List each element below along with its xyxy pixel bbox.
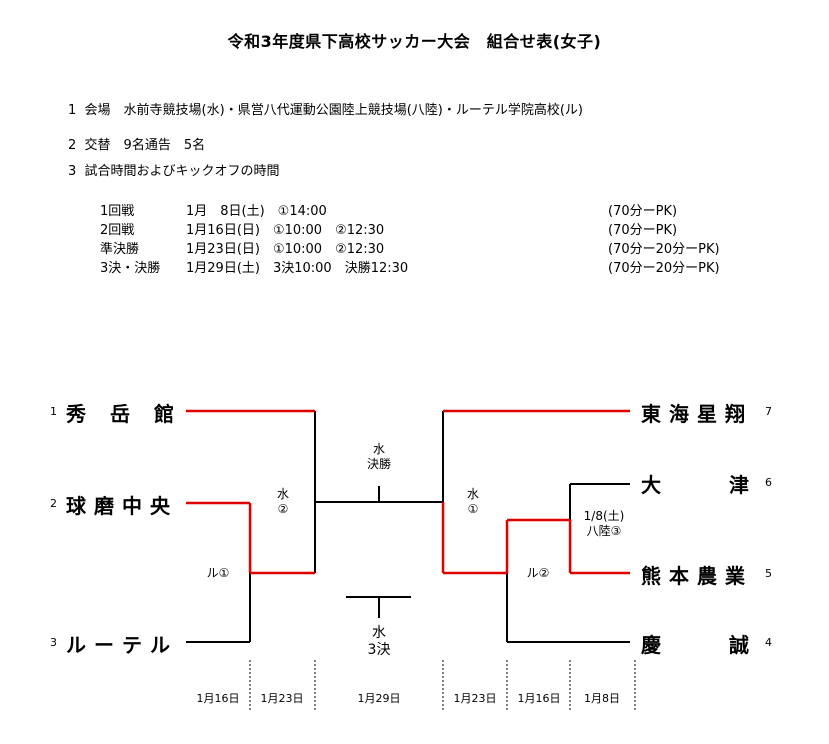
team-name-left: 秀岳館 bbox=[66, 402, 176, 426]
round-date: 1月23日 bbox=[453, 692, 497, 705]
match-label: 1/8(土)八陸③ bbox=[583, 509, 625, 538]
round-date: 1月23日 bbox=[260, 692, 304, 705]
team-seed: 3 bbox=[50, 636, 57, 649]
team-name-left: 球磨中央 bbox=[66, 494, 172, 518]
team-seed: 6 bbox=[765, 476, 772, 489]
team-seed: 4 bbox=[765, 636, 772, 649]
team-seed: 7 bbox=[765, 405, 772, 418]
info-venue: 1 会場 水前寺競技場(水)・県営八代運動公園陸上競技場(八陸)・ルーテル学院高… bbox=[68, 103, 583, 118]
team-seed: 5 bbox=[765, 567, 772, 580]
round-date: 1月16日 bbox=[196, 692, 240, 705]
round-date: 1月16日 bbox=[517, 692, 561, 705]
team-name-left: ルーテル bbox=[66, 633, 172, 657]
match-label: ル② bbox=[526, 566, 550, 580]
team-name-right: 大津 bbox=[641, 473, 751, 497]
match-label: ル① bbox=[206, 566, 230, 580]
round-date: 1月29日 bbox=[357, 692, 401, 705]
team-name-right: 熊本農業 bbox=[641, 564, 747, 588]
match-label: 水決勝 bbox=[366, 442, 391, 471]
team-name-right: 東海星翔 bbox=[641, 402, 747, 426]
team-seed: 1 bbox=[50, 405, 57, 418]
info-match-time: 3 試合時間およびキックオフの時間 bbox=[68, 164, 280, 179]
page-title: 令和3年度県下高校サッカー大会 組合せ表(女子) bbox=[227, 32, 602, 51]
info-substitution: 2 交替 9名通告 5名 bbox=[68, 138, 206, 153]
team-name-right: 慶誠 bbox=[641, 633, 751, 657]
team-seed: 2 bbox=[50, 497, 57, 510]
round-date: 1月8日 bbox=[584, 692, 620, 705]
